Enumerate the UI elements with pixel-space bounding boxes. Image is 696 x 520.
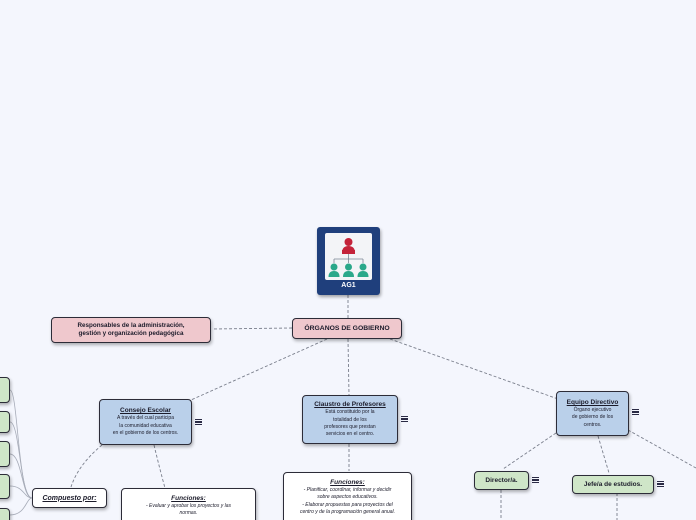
link-equipo-jefe [597,435,610,474]
funciones-claustro-line-2: sobre aspectos educativos. [317,494,378,501]
consejo-escolar-desc-2: la comunidad educativa [119,422,172,429]
funciones-claustro-line-1: - Planificar, coordinar, informar y deci… [303,487,392,493]
funciones-claustro-topic[interactable]: Funciones: - Planificar, coordinar, info… [283,472,412,520]
root-topic-label: ÓRGANOS DE GOBIERNO [304,325,390,332]
compuesto-por-topic[interactable]: Compuesto por: [32,488,107,508]
funciones-consejo-topic[interactable]: Funciones: - Evaluar y aprobar los proye… [121,488,256,520]
claustro-desc-3: profesores que prestan [324,424,376,430]
link-consejo-funciones [153,444,166,489]
claustro-notes-icon[interactable] [401,416,408,423]
funciones-claustro-line-3: - Elaborar propuestas para proyectos del [302,501,393,508]
compuesto-label: Compuesto por: [42,494,97,502]
claustro-title: Claustro de Profesores [314,401,386,409]
equipo-title: Equipo Directivo [566,398,619,406]
claustro-desc-2: totalidad de los [333,416,367,423]
link-compuesto-4 [9,485,33,499]
claustro-profesores-topic[interactable]: Claustro de Profesores Está constituido … [302,395,398,444]
link-equipo-offscreen [627,429,696,469]
jefe-estudios-topic[interactable]: Jefe/a de estudios. [572,475,654,494]
equipo-notes-icon[interactable] [632,409,639,416]
member-node-2[interactable] [0,411,10,433]
funciones-claustro-title: Funciones: [330,479,365,486]
link-root-claustro [347,338,350,396]
director-label: Director/a. [485,477,518,484]
consejo-escolar-desc-1: A través del cual participa [117,415,174,422]
member-node-5[interactable] [0,508,10,520]
funciones-consejo-line-1: - Evaluar y aprobar los proyectos y las [145,503,232,509]
link-root-consejo [190,338,328,401]
member-node-4[interactable] [0,474,10,499]
member-node-1[interactable] [0,377,10,403]
equipo-desc-2: de gobierno de los [571,414,614,421]
responsables-line-2: gestión y organización pedagógica [78,330,184,337]
consejo-escolar-topic[interactable]: Consejo Escolar A través del cual partic… [99,399,192,445]
director-topic[interactable]: Director/a. [474,471,529,490]
org-chart-icon [325,233,372,280]
root-topic[interactable]: ÓRGANOS DE GOBIERNO [292,318,402,339]
consejo-escolar-title: Consejo Escolar [120,407,171,415]
link-compuesto-3 [9,453,33,499]
funciones-consejo-title: Funciones: [171,495,206,502]
central-topic[interactable]: AG1 [317,227,380,295]
equipo-directivo-topic[interactable]: Equipo Directivo Órgano ejecutivo de gob… [556,391,629,436]
member-node-3[interactable] [0,441,10,467]
consejo-notes-icon[interactable] [195,419,202,426]
equipo-desc-1: Órgano ejecutivo [573,406,612,413]
responsables-topic[interactable]: Responsables de la administración, gesti… [51,317,211,343]
funciones-claustro-line-4: centro y de la programación general anua… [299,509,396,516]
jefe-notes-icon[interactable] [657,481,664,488]
link-consejo-compuesto [70,444,103,488]
link-compuesto-5 [9,497,33,516]
claustro-desc-1: Está constituido por la [325,409,375,416]
link-root-responsables [211,327,293,330]
link-equipo-director [502,432,557,470]
consejo-escolar-desc-3: en el gobierno de los centros. [112,430,179,437]
equipo-desc-3: centros. [583,421,602,428]
link-compuesto-1 [9,389,33,499]
director-notes-icon[interactable] [532,477,539,484]
responsables-line-1: Responsables de la administración, [77,322,185,329]
link-root-equipo [389,338,559,400]
claustro-desc-4: servicios en el centro. [325,431,375,438]
funciones-consejo-line-2: normas. [179,510,198,517]
jefe-label: Jefe/a de estudios. [583,481,643,488]
central-topic-label: AG1 [341,282,356,289]
